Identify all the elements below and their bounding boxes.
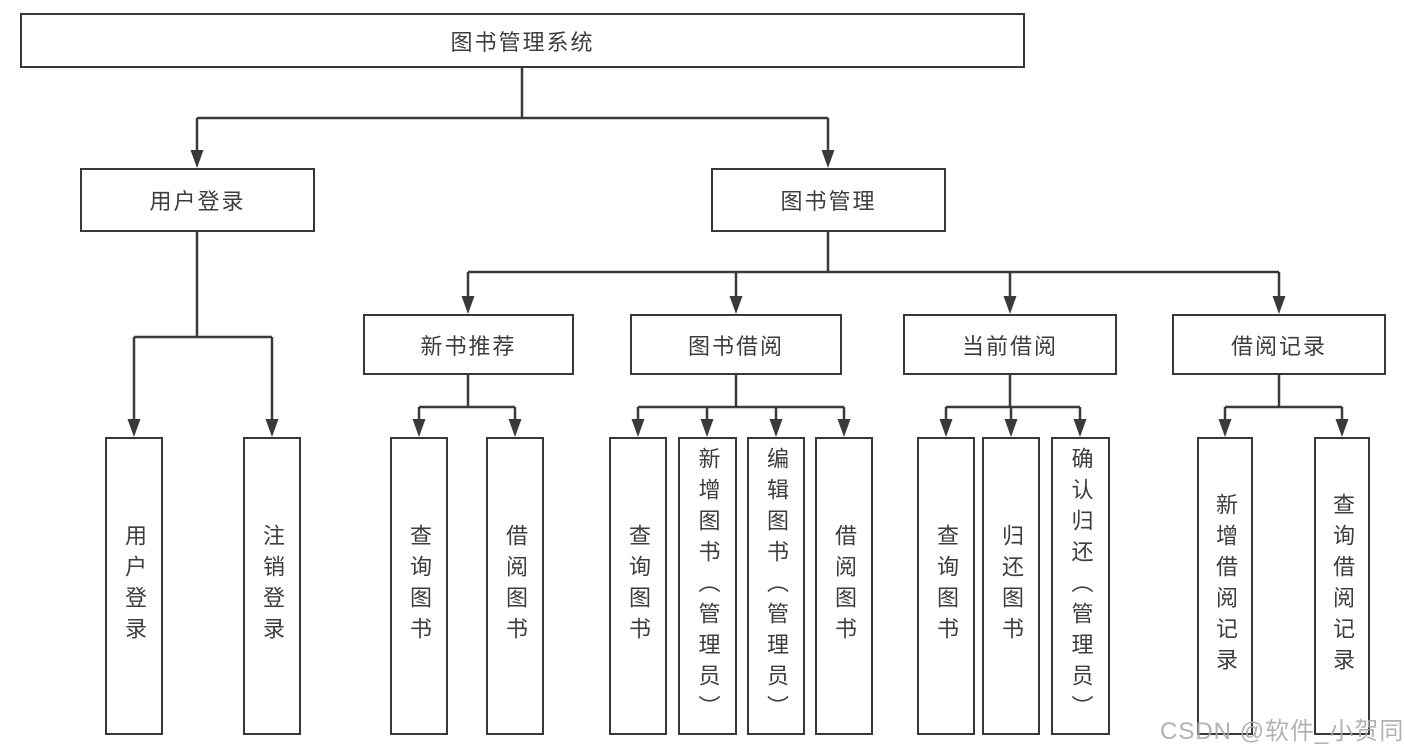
connector-user-login-to-leaves [132,232,274,421]
leaf-current-return-books-label: 归还图书 [999,524,1024,648]
leaf-borrowing-edit-books-admin-label: 编辑图书（管理员） [764,446,789,726]
leaf-logout: 注销登录 [243,437,301,735]
arrow-to-leaf-bb-query [631,419,645,437]
arrow-to-leaf-nb-borrow [508,419,522,437]
leaf-current-query-books-label: 查询图书 [934,524,959,648]
connector-borrowing-records-to-leaves [1223,375,1344,421]
node-user-login-label: 用户登录 [149,189,246,214]
arrow-to-leaf-user-login [127,419,141,437]
node-new-book-recommend-label: 新书推荐 [420,333,517,359]
connector-new-book-to-leaves [417,375,517,421]
arrow-to-leaf-cb-confirm [1073,419,1087,437]
arrow-to-leaf-cb-query [939,419,953,437]
arrow-to-borrowing-records [1272,296,1286,314]
connector-current-borrowing-to-leaves [944,375,1082,421]
watermark: CSDN @软件_小贺同学 [1160,718,1405,745]
leaf-logout-label: 注销登录 [260,524,285,648]
connector-root-to-level2 [195,68,830,152]
leaf-user-login: 用户登录 [105,437,163,735]
arrow-to-leaf-bb-add [700,419,714,437]
arrow-to-leaf-nb-query [412,419,426,437]
leaf-borrowing-edit-books-admin: 编辑图书（管理员） [747,437,805,735]
node-root: 图书管理系统 [20,13,1025,68]
leaf-borrowing-borrow-books-label: 借阅图书 [832,524,857,648]
leaf-borrowing-borrow-books: 借阅图书 [815,437,873,735]
node-root-label: 图书管理系统 [450,29,595,55]
arrow-to-book-borrowing [729,296,743,314]
leaf-records-query-record-label: 查询借阅记录 [1330,493,1355,679]
arrow-to-leaf-br-query [1335,419,1349,437]
node-borrowing-records-label: 借阅记录 [1230,333,1327,359]
leaf-newbook-borrow-books-label: 借阅图书 [503,524,528,648]
connector-book-management-to-level3 [466,232,1281,298]
leaf-current-confirm-return-admin: 确认归还（管理员） [1051,437,1110,735]
leaf-borrowing-query-books: 查询图书 [609,437,667,735]
arrow-to-leaf-logout [265,419,279,437]
arrow-to-current-borrowing [1003,296,1017,314]
arrow-to-leaf-cb-return [1004,419,1018,437]
node-new-book-recommend: 新书推荐 [363,314,574,375]
node-book-borrowing: 图书借阅 [630,314,842,375]
arrow-to-book-management [821,150,835,168]
leaf-borrowing-add-books-admin: 新增图书（管理员） [678,437,737,735]
leaf-user-login-label: 用户登录 [122,524,147,648]
node-book-borrowing-label: 图书借阅 [687,333,784,359]
leaf-newbook-query-books: 查询图书 [390,437,448,735]
node-borrowing-records: 借阅记录 [1172,314,1386,375]
node-current-borrowing-label: 当前借阅 [961,333,1058,359]
arrow-to-leaf-br-add [1218,419,1232,437]
node-book-management: 图书管理 [711,168,946,232]
arrow-to-user-login [190,150,204,168]
leaf-records-query-record: 查询借阅记录 [1314,437,1370,735]
leaf-records-add-record-label: 新增借阅记录 [1213,493,1238,679]
leaf-current-return-books: 归还图书 [982,437,1040,735]
leaf-newbook-query-books-label: 查询图书 [407,524,432,648]
leaf-current-confirm-return-admin-label: 确认归还（管理员） [1068,446,1094,726]
leaf-current-query-books: 查询图书 [917,437,975,735]
leaf-borrowing-add-books-admin-label: 新增图书（管理员） [695,446,721,726]
leaf-newbook-borrow-books: 借阅图书 [486,437,544,735]
node-book-management-label: 图书管理 [780,189,877,214]
arrow-to-new-book [461,296,475,314]
arrow-to-leaf-bb-borrow [837,419,851,437]
leaf-records-add-record: 新增借阅记录 [1197,437,1253,735]
leaf-borrowing-query-books-label: 查询图书 [626,524,651,648]
node-user-login: 用户登录 [80,168,315,232]
arrow-to-leaf-bb-edit [769,419,783,437]
node-current-borrowing: 当前借阅 [903,314,1117,375]
connector-book-borrowing-to-leaves [636,375,846,421]
